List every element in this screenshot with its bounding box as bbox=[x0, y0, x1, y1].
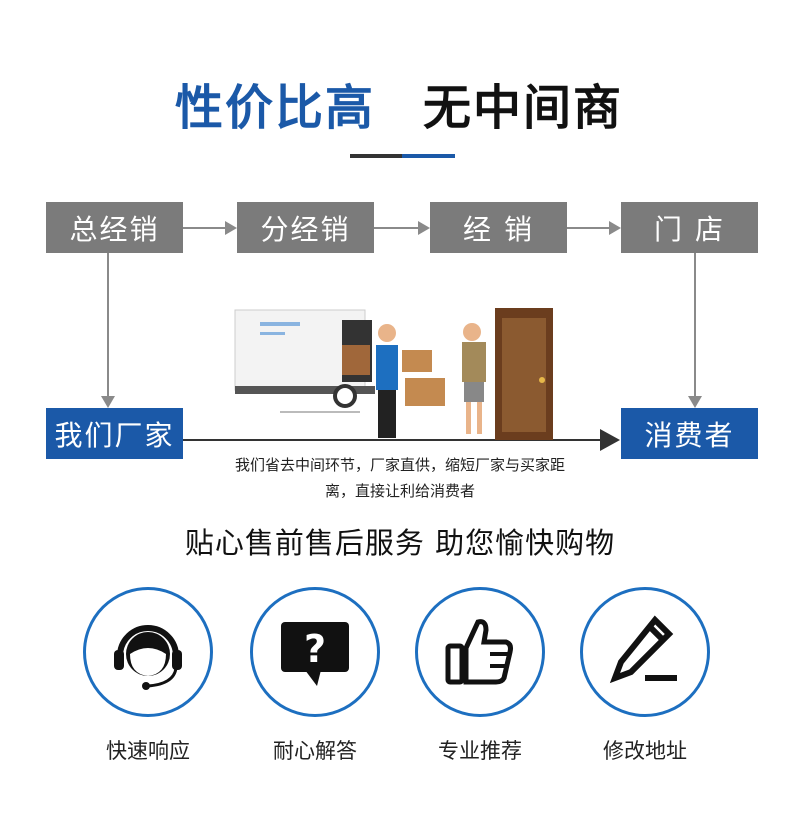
service-circle bbox=[580, 587, 710, 717]
arrow-right-icon bbox=[600, 429, 620, 451]
service-label: 耐心解答 bbox=[273, 739, 357, 763]
service-circle bbox=[83, 587, 213, 717]
arrow-line bbox=[694, 253, 696, 396]
svg-text:?: ? bbox=[304, 627, 326, 671]
flow-dealer: 经 销 bbox=[430, 202, 567, 253]
title-underline-dark bbox=[350, 154, 402, 158]
arrow-right-icon bbox=[225, 221, 237, 235]
pencil-edit-icon bbox=[609, 615, 677, 684]
arrow-down-icon bbox=[101, 396, 115, 408]
arrow-right-icon bbox=[609, 221, 621, 235]
arrow-line bbox=[107, 253, 109, 396]
arrow-line bbox=[374, 227, 418, 229]
description-line-1: 我们省去中间环节，厂家直供，缩短厂家与买家距 bbox=[234, 456, 565, 474]
flow-consumer: 消费者 bbox=[621, 408, 758, 459]
thumbs-up-icon bbox=[445, 619, 513, 685]
headset-icon bbox=[114, 625, 182, 690]
title-highlight: 性价比高 bbox=[175, 80, 376, 136]
title-underline-blue bbox=[402, 154, 455, 158]
description-line-2: 离，直接让利给消费者 bbox=[324, 482, 475, 500]
flow-store: 门 店 bbox=[621, 202, 758, 253]
arrow-down-icon bbox=[688, 396, 702, 408]
service-label: 专业推荐 bbox=[438, 739, 522, 763]
arrow-line bbox=[183, 227, 225, 229]
flow-sub-distributor: 分经销 bbox=[237, 202, 374, 253]
flow-general-distributor: 总经销 bbox=[46, 202, 183, 253]
arrow-line bbox=[567, 227, 609, 229]
arrow-right-icon bbox=[418, 221, 430, 235]
question-bubble-icon: ? bbox=[281, 622, 349, 686]
service-circle: ? bbox=[250, 587, 380, 717]
flow-description: 我们省去中间环节，厂家直供，缩短厂家与买家距 离，直接让利给消费者 bbox=[180, 452, 620, 504]
service-circle bbox=[415, 587, 545, 717]
delivery-illustration bbox=[234, 308, 553, 440]
service-heading: 贴心售前售后服务 助您愉快购物 bbox=[184, 526, 616, 560]
service-label: 修改地址 bbox=[603, 739, 687, 763]
service-label: 快速响应 bbox=[106, 739, 190, 763]
direct-arrow-line bbox=[183, 439, 603, 441]
title-main: 无中间商 bbox=[423, 80, 624, 136]
flow-manufacturer: 我们厂家 bbox=[46, 408, 183, 459]
